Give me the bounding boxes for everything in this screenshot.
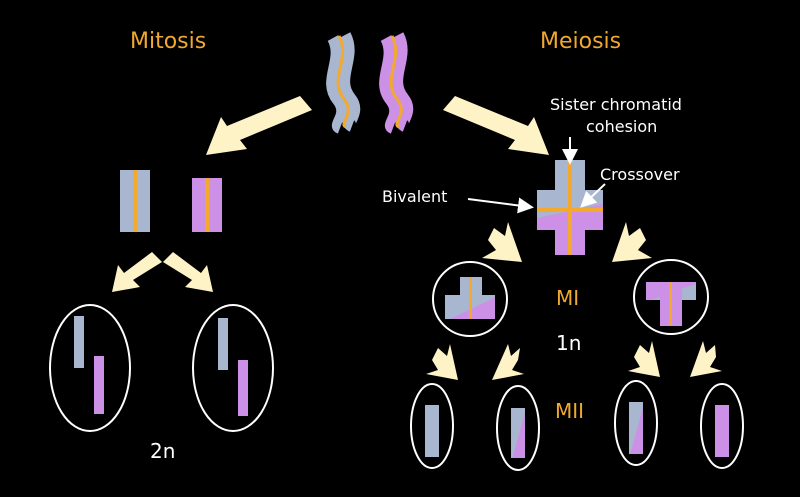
sister-chromatid-cohesion-label-line2: cohesion: [586, 117, 657, 136]
meiosis-mi-arrow-right: [612, 222, 652, 262]
sister-chromatid-cohesion-label-line1: Sister chromatid: [550, 95, 682, 114]
mii-arrow-2: [492, 344, 524, 380]
crossover-pointer: [580, 183, 606, 208]
mi-cell-left: [432, 261, 508, 337]
homolog-purple: [379, 32, 414, 134]
mitosis-ploidy-label: 2n: [150, 439, 175, 463]
homolog-blue: [326, 32, 361, 134]
crossover-label: Crossover: [600, 165, 680, 184]
mii-arrow-1: [426, 344, 458, 380]
mitosis-chromosome-purple: [192, 178, 222, 232]
bivalent-label: Bivalent: [382, 187, 447, 206]
mii-arrow-4: [690, 341, 722, 377]
mii-cell-4: [700, 383, 744, 469]
mitosis-daughter-cell-right: [192, 304, 274, 432]
mii-stage-label: MII: [555, 399, 584, 423]
bivalent-pointer: [467, 197, 534, 214]
mi-stage-label: MI: [556, 286, 579, 310]
meiosis-title: Meiosis: [540, 29, 621, 54]
mii-cell-1: [410, 383, 454, 469]
arrow-to-meiosis: [443, 96, 549, 155]
mii-cell-3: [614, 380, 658, 466]
bivalent: [537, 160, 603, 255]
mitosis-daughter-cell-left: [49, 304, 131, 432]
mitosis-arrow-left: [112, 252, 162, 292]
arrow-to-mitosis: [206, 96, 312, 155]
mii-cell-2: [496, 385, 540, 471]
mi-cell-right: [633, 259, 709, 335]
mitosis-chromosome-blue: [120, 170, 150, 232]
meiosis-mi-arrow-left: [482, 222, 522, 262]
meiosis-ploidy-label: 1n: [556, 331, 581, 355]
mii-arrow-3: [628, 341, 660, 377]
mitosis-arrow-right: [163, 252, 213, 292]
homolog-pair: [326, 32, 414, 134]
mitosis-title: Mitosis: [130, 29, 206, 54]
